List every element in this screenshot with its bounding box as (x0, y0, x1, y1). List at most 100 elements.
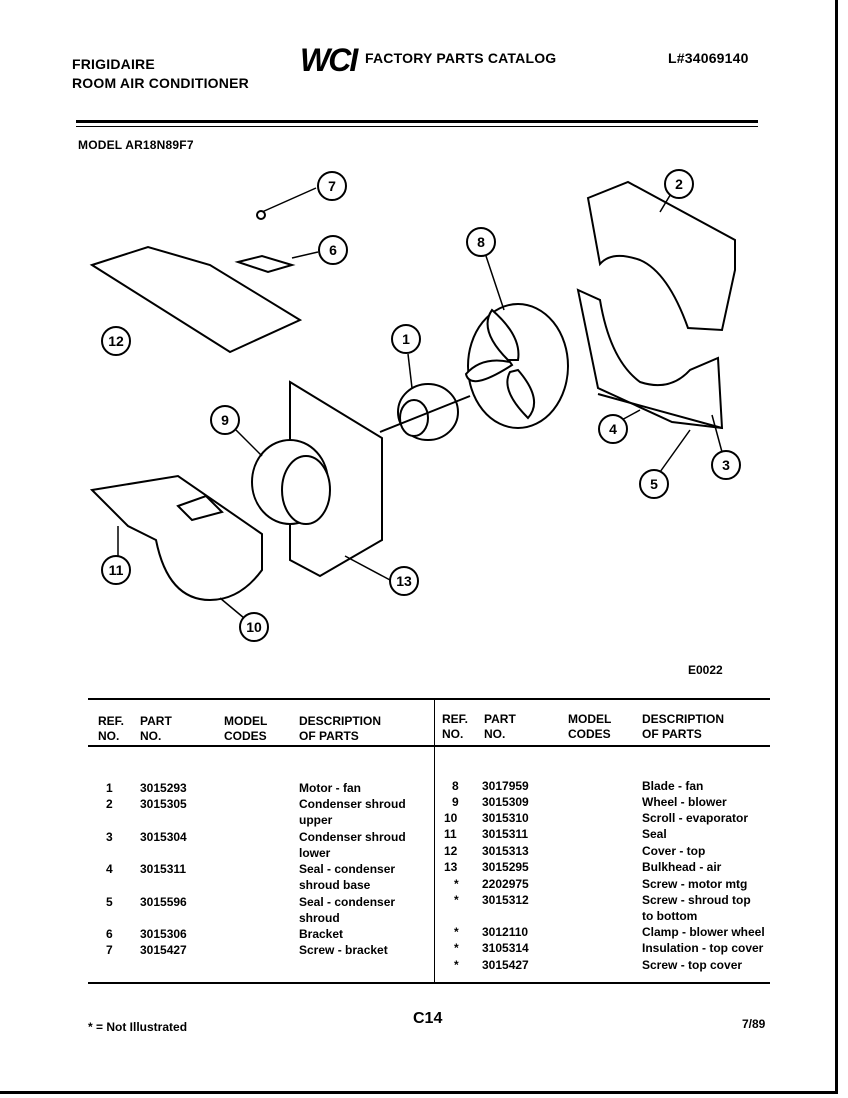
callout-2: 2 (664, 169, 694, 199)
left-row-5-part: 3015596 (140, 895, 187, 909)
document-number: L#34069140 (668, 50, 749, 66)
left-row-1-ref: 1 (106, 781, 113, 795)
table-top-rule (88, 698, 770, 700)
right-row-5-ref: 12 (444, 844, 458, 858)
right-row-9-desc: Clamp - blower wheel (642, 925, 765, 939)
right-row-6-desc: Bulkhead - air (642, 860, 722, 874)
left-row-1-desc: Motor - fan (299, 781, 361, 795)
left-row-3-ref: 3 (106, 830, 113, 844)
right-row-3-ref: 10 (444, 811, 458, 825)
svg-text:5: 5 (650, 476, 658, 492)
right-row-7-desc: Screw - motor mtg (642, 877, 748, 891)
right-row-8-ref: * (454, 893, 459, 907)
callout-8: 8 (466, 227, 496, 257)
svg-text:12: 12 (108, 333, 124, 349)
brand-line-2: ROOM AIR CONDITIONER (72, 75, 249, 91)
part-bracket (234, 251, 319, 274)
left-row-7-ref: 7 (106, 943, 113, 957)
right-row-3-desc: Scroll - evaporator (642, 811, 749, 825)
part-condenser-shroud-lower (576, 288, 724, 430)
left-row-4-part: 3015311 (140, 862, 187, 876)
exploded-parts-diagram: 7 6 8 2 12 1 9 4 3 5 11 13 10 (89, 169, 741, 642)
right-row-1-desc: Blade - fan (642, 779, 704, 793)
brand-line-1: FRIGIDAIRE (72, 56, 155, 72)
left-row-1-part: 3015293 (140, 781, 187, 795)
part-air-bulkhead (289, 380, 391, 581)
callout-9: 9 (210, 405, 240, 435)
footnote-not-illustrated: * = Not Illustrated (88, 1020, 188, 1034)
left-row-6-ref: 6 (106, 927, 113, 941)
right-row-4-part: 3015311 (482, 827, 529, 841)
date-code: 7/89 (742, 1017, 766, 1031)
header-ref-left: REF.NO. (98, 714, 125, 743)
left-row-6-part: 3015306 (140, 927, 187, 941)
header-ref-right: REF.NO. (442, 712, 469, 741)
left-row-6-desc: Bracket (299, 927, 344, 941)
right-row-9-part: 3012110 (482, 925, 529, 939)
right-row-7-part: 2202975 (482, 877, 529, 891)
right-row-5-part: 3015313 (482, 844, 529, 858)
right-row-1-ref: 8 (452, 779, 459, 793)
left-row-2-ref: 2 (106, 797, 113, 811)
right-row-2-desc: Wheel - blower (642, 795, 727, 809)
right-row-6-ref: 13 (444, 860, 458, 874)
right-row-6-part: 3015295 (482, 860, 529, 874)
svg-text:13: 13 (396, 573, 412, 589)
svg-text:4: 4 (609, 421, 617, 437)
header-rule-thick (76, 120, 758, 123)
left-row-7-part: 3015427 (140, 943, 187, 957)
callout-10: 10 (239, 612, 269, 642)
callout-6: 6 (318, 235, 348, 265)
catalog-title: FACTORY PARTS CATALOG (365, 50, 557, 66)
svg-text:2: 2 (675, 176, 683, 192)
right-row-7-ref: * (454, 877, 459, 891)
left-row-3-part: 3015304 (140, 830, 187, 844)
table-bottom-rule (88, 982, 770, 984)
header-rule-thin (76, 126, 758, 127)
left-row-2-part: 3015305 (140, 797, 187, 811)
callout-5: 5 (639, 469, 669, 499)
page-code: C14 (413, 1010, 443, 1027)
right-row-3-part: 3015310 (482, 811, 529, 825)
svg-text:6: 6 (329, 242, 337, 258)
callout-7: 7 (317, 171, 347, 201)
table-column-divider (434, 700, 435, 982)
model-number: MODEL AR18N89F7 (78, 138, 194, 152)
right-row-10-desc: Insulation - top cover (642, 941, 764, 955)
part-condenser-shroud-upper (586, 180, 736, 332)
part-seals (597, 393, 723, 473)
part-fan-motor (379, 353, 471, 441)
svg-text:1: 1 (402, 331, 410, 347)
right-row-10-part: 3105314 (482, 941, 529, 955)
part-evaporator-scroll (89, 474, 263, 619)
svg-text:7: 7 (328, 178, 336, 194)
part-fan-blade (464, 255, 569, 429)
right-row-11-desc: Screw - top cover (642, 958, 743, 972)
left-row-5-ref: 5 (106, 895, 113, 909)
part-top-cover (89, 245, 303, 354)
right-row-5-desc: Cover - top (642, 844, 706, 858)
wci-logo: WCI (300, 42, 358, 78)
callout-11: 11 (101, 555, 131, 585)
table-header-rule (88, 745, 770, 747)
callout-4: 4 (598, 414, 628, 444)
svg-text:8: 8 (477, 234, 485, 250)
svg-text:11: 11 (109, 562, 124, 578)
callout-12: 12 (101, 326, 131, 356)
right-row-2-part: 3015309 (482, 795, 529, 809)
right-row-8-part: 3015312 (482, 893, 529, 907)
part-blower-wheel (235, 429, 331, 525)
right-row-11-part: 3015427 (482, 958, 529, 972)
right-row-2-ref: 9 (452, 795, 459, 809)
svg-text:3: 3 (722, 457, 730, 473)
svg-text:9: 9 (221, 412, 229, 428)
